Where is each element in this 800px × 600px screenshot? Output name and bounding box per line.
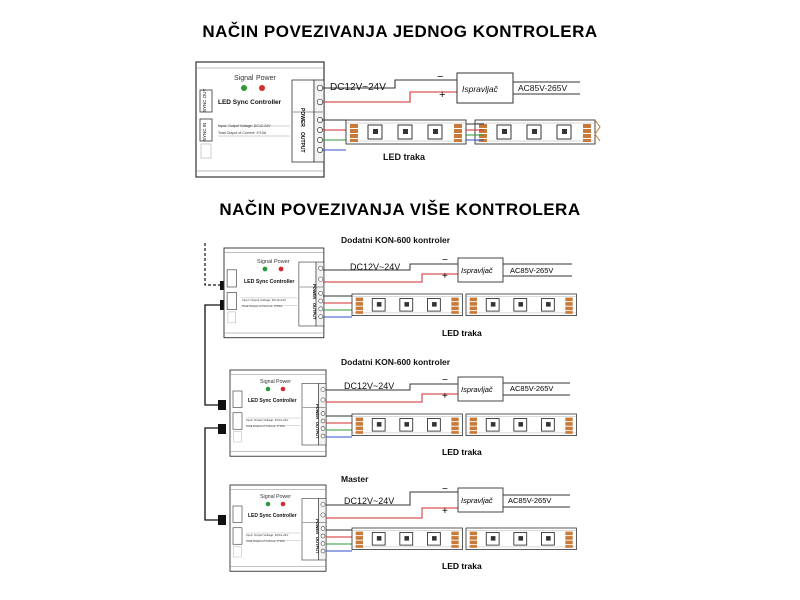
controller-name: LED Sync Controller — [248, 513, 297, 519]
power-port-label: POWER — [299, 108, 305, 127]
controller-input-spec: Input: Output Voltage: DC12-24V — [246, 418, 288, 422]
plus-sign: + — [439, 89, 445, 101]
signal-led-icon — [265, 501, 271, 507]
power-port-label: POWER — [312, 284, 317, 299]
title-multiple-controllers: NAČIN POVEZIVANJA VIŠE KONTROLERA — [219, 200, 581, 219]
title-single-controller: NAČIN POVEZIVANJA JEDNOG KONTROLERA — [202, 22, 598, 41]
controller-output-spec: Total Output of Current: 3*10A — [218, 131, 267, 135]
controller-name: LED Sync Controller — [248, 398, 297, 404]
controller-input-spec: Input: Output Voltage: DC12-24V — [242, 298, 286, 302]
power-port-label: POWER — [315, 519, 320, 534]
controller-input-spec: Input: Output Voltage: DC12-24V — [246, 533, 288, 537]
master-controller-label: Master — [341, 474, 369, 484]
dc-positive-wire — [323, 91, 457, 103]
led-strip-label: LED traka — [442, 328, 482, 338]
controller-output-spec: Total Output of Current: 3*10A — [242, 304, 282, 308]
plus-sign: + — [442, 391, 448, 402]
master-controller: Master Signal Power LED Sync Controller … — [229, 474, 577, 572]
rectifier-label: Ispravljač — [461, 266, 493, 275]
dc-voltage-label: DC12V~24V — [344, 496, 394, 506]
power-label: Power — [274, 259, 290, 265]
ac-voltage-label: AC85V-265V — [518, 83, 567, 93]
ac-voltage-label: AC85V-265V — [510, 266, 553, 275]
output-port-label: OUTPUT — [315, 422, 320, 439]
led-strip-segment — [351, 527, 463, 551]
signal-label: Signal — [260, 379, 275, 385]
dc-voltage-label: DC12V~24V — [350, 262, 400, 272]
led-strip-segment — [465, 413, 577, 437]
plus-sign: + — [442, 506, 448, 517]
additional-controller-label-middle: Dodatni KON-600 kontroler — [341, 357, 451, 367]
power-label: Power — [256, 75, 277, 82]
ac-voltage-label: AC85V-265V — [510, 384, 553, 393]
dc-voltage-label: DC12V~24V — [344, 381, 394, 391]
minus-sign: − — [437, 71, 443, 83]
signal-label: Signal — [257, 259, 272, 265]
output-port-label: OUTPUT — [299, 132, 305, 153]
output-port-label: OUTPUT — [312, 303, 317, 320]
power-led-icon — [280, 386, 286, 392]
power-led-icon — [280, 501, 286, 507]
additional-controller-top: Dodatni KON-600 kontroler Signal Power L… — [223, 235, 577, 339]
led-strip-label: LED traka — [383, 152, 426, 162]
power-port-label: POWER — [315, 404, 320, 419]
power-led-icon — [278, 266, 284, 272]
led-strip-segment — [474, 119, 596, 145]
minus-sign: − — [442, 375, 448, 386]
led-strip-segment — [465, 527, 577, 551]
dc-negative-wire — [323, 79, 457, 89]
signal-led-icon — [241, 85, 247, 91]
signal-label: Signal — [260, 494, 275, 500]
controller-input-spec: Input: Output Voltage: DC12-24V — [218, 124, 271, 128]
minus-sign: − — [442, 484, 448, 495]
additional-controller-label-top: Dodatni KON-600 kontroler — [341, 235, 451, 245]
sync-in-port-label: SYNC IN — [202, 123, 207, 141]
rectifier-label: Ispravljač — [461, 385, 493, 394]
dc-voltage-label: DC12V~24V — [330, 82, 386, 93]
led-strip-segment — [465, 293, 577, 317]
power-label: Power — [276, 494, 291, 500]
controller-output-spec: Total Output of Current: 3*10A — [246, 424, 285, 428]
signal-label: Signal — [234, 75, 254, 82]
led-strip-label: LED traka — [442, 447, 482, 457]
ac-voltage-label: AC85V-265V — [508, 496, 551, 505]
led-strip-segment — [351, 293, 463, 317]
rectifier-box — [457, 487, 504, 513]
rectifier-label: Ispravljač — [461, 496, 493, 505]
controller-output-spec: Total Output of Current: 3*10A — [246, 539, 285, 543]
rectifier-box — [456, 72, 514, 104]
minus-sign: − — [442, 255, 448, 266]
plus-sign: + — [442, 271, 448, 282]
signal-led-icon — [262, 266, 268, 272]
led-strip-segment — [351, 413, 463, 437]
led-strip-segment — [345, 119, 467, 145]
rectifier-box — [457, 376, 504, 402]
sync-out-port-label: SYNC OUT — [202, 88, 207, 112]
additional-controller-middle: Dodatni KON-600 kontroler Signal Power L… — [229, 357, 577, 457]
rectifier-box — [457, 257, 504, 283]
controller-name: LED Sync Controller — [244, 279, 294, 285]
single-controller-group: Signal Power LED Sync Controller Input: … — [195, 61, 601, 178]
signal-led-icon — [265, 386, 271, 392]
controller-name: LED Sync Controller — [218, 99, 282, 106]
power-label: Power — [276, 379, 291, 385]
output-port-label: OUTPUT — [315, 537, 320, 554]
led-strip-label: LED traka — [442, 561, 482, 571]
rectifier-label: Ispravljač — [462, 84, 499, 94]
power-led-icon — [259, 85, 265, 91]
